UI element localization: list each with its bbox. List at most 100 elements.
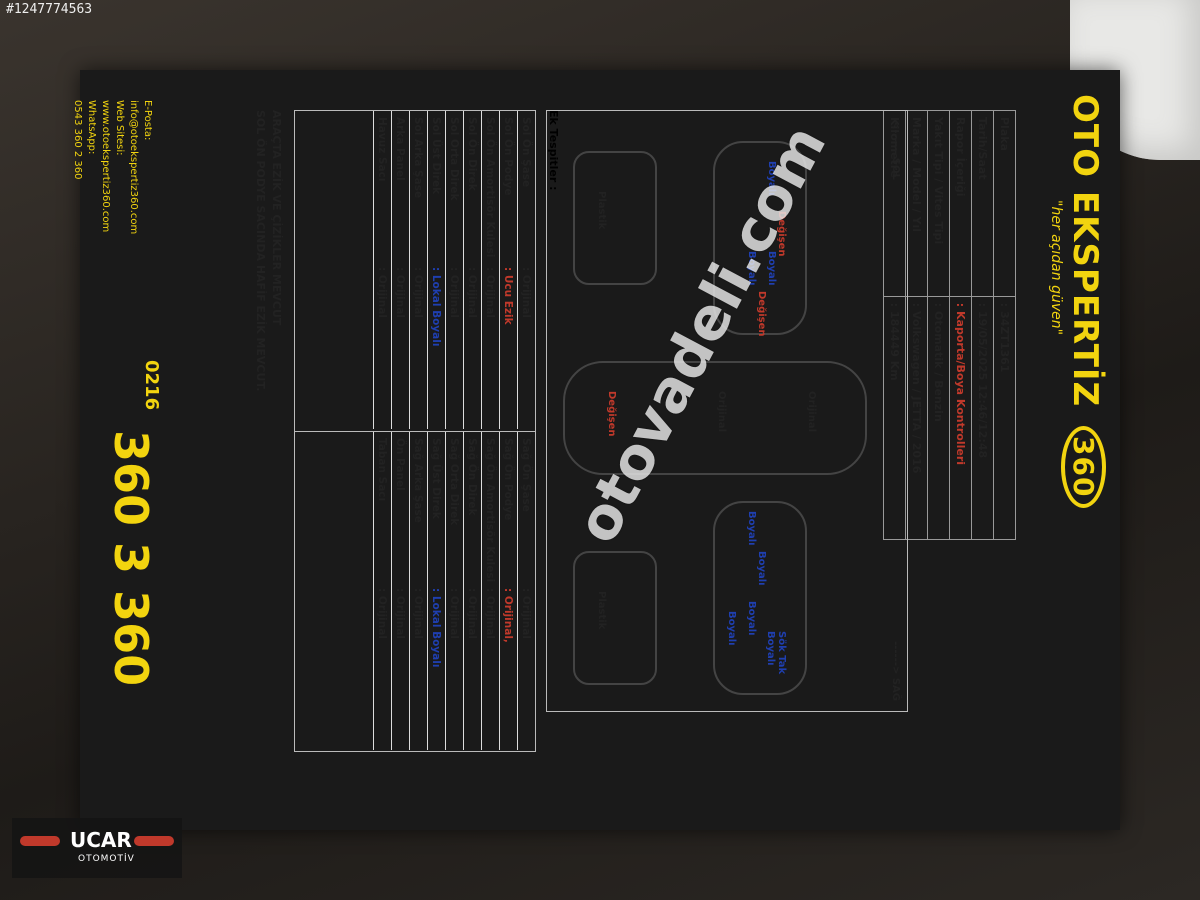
info-value: : Otomatik / Benzin bbox=[927, 296, 950, 540]
check-part-name: Arka Panel bbox=[394, 117, 407, 181]
left-side-list: Sol Ön Şase : Orijinal Sol Ön Podye : Ucu E… bbox=[295, 111, 535, 429]
check-part-name: Havuz Sacı bbox=[376, 117, 389, 182]
check-part-name: Sol Orta Direk bbox=[448, 117, 461, 201]
phone-prefix: 0216 bbox=[141, 360, 162, 411]
check-part-status: : Lokal Boyalı bbox=[430, 588, 443, 668]
car-diagram: <------ SOL ------> SAĞ Plastik Plastik … bbox=[546, 110, 908, 712]
info-row: Tarih/Saat: 19/05/2025 12:46/12:48 bbox=[971, 110, 994, 540]
check-part-status: : Orijinal bbox=[520, 588, 533, 639]
findings-notes: ARAÇTA EZİK VE ÇİZİKLER MEVCUT SOL ÖN PO… bbox=[252, 110, 284, 391]
check-part-name: Sağ Üst Direk bbox=[430, 438, 443, 519]
check-part-status: : Orijinal, bbox=[502, 588, 515, 643]
info-row: Rapor İçeriği: Kaporta/Boya Kontrolleri bbox=[949, 110, 972, 540]
right-side-list: Sağ Ön Şase : Orijinal Sağ Ön Podye : Oriji… bbox=[295, 431, 535, 750]
email-link[interactable]: info@otoekspertiz360.com bbox=[128, 100, 139, 235]
check-part-name: Sağ Arka Şase bbox=[412, 438, 425, 523]
check-part-status: : Orijinal bbox=[412, 588, 425, 639]
right-rear-door-label: Boyalı bbox=[746, 601, 757, 636]
right-rear-fender-label: Sök Tak Boyalı bbox=[765, 631, 787, 675]
dealer-name: UCAR bbox=[70, 828, 132, 852]
check-part-status: : Orijinal bbox=[448, 267, 461, 318]
whatsapp-number: 0543 360 2 360 bbox=[72, 100, 83, 180]
check-row: Taban Sacı : Orijinal bbox=[373, 432, 391, 750]
check-row: Sol Ön Direk: Orijinal bbox=[463, 111, 481, 429]
check-part-status: : Orijinal bbox=[448, 588, 461, 639]
check-part-status: : Orijinal bbox=[394, 267, 407, 318]
contact-info: E-Posta: info@otoekspertiz360.com Web Si… bbox=[70, 100, 154, 234]
footer-band: E-Posta: info@otoekspertiz360.com Web Si… bbox=[72, 70, 176, 830]
info-value: : 19/05/2025 12:46/12:48 bbox=[971, 296, 994, 540]
check-part-name: Sağ Ön Podye bbox=[502, 438, 515, 521]
chassis-check-lists: Sol Ön Şase : Orijinal Sol Ön Podye : Ucu E… bbox=[294, 110, 536, 752]
check-part-name: Sağ Orta Direk bbox=[448, 438, 461, 526]
check-row: Sağ Orta Direk : Orijinal bbox=[445, 432, 463, 750]
check-row: Sağ Üst Direk : Lokal Boyalı bbox=[427, 432, 445, 750]
note-line: SOL ÖN PODYE SACINDA HAFİF EZİK MEVCUT. bbox=[254, 110, 267, 392]
brand-name: OTO EKSPERTİZ bbox=[1065, 94, 1105, 408]
info-label: Rapor İçeriği bbox=[949, 110, 972, 297]
info-label: Plaka bbox=[993, 110, 1016, 297]
check-part-status: : Ucu Ezik bbox=[502, 267, 515, 325]
check-row: Ön Panel : Orijinal bbox=[391, 432, 409, 750]
dealer-subtitle: OTOMOTİV bbox=[78, 854, 135, 864]
check-part-name: Sağ Ön Direk bbox=[466, 438, 479, 516]
rear-plastic-label: Plastik bbox=[596, 591, 607, 630]
check-part-name: Sağ Ön Şase bbox=[520, 438, 533, 512]
check-part-name: Sol Ön Amortisör Kulesi bbox=[484, 117, 497, 258]
check-part-name: Sol Ön Podye bbox=[502, 117, 515, 196]
info-value: : Kaporta/Boya Kontrolleri bbox=[949, 296, 972, 540]
brand-logo: OTO EKSPERTİZ 360 bbox=[1061, 94, 1106, 508]
check-row: Sol Orta Direk : Orijinal bbox=[445, 111, 463, 429]
check-part-name: Sol Ön Direk bbox=[466, 117, 479, 191]
info-value: : Volkswagen / JETTA / 2016 bbox=[905, 296, 928, 540]
front-plastic-label: Plastik bbox=[596, 191, 607, 230]
check-row: Sol Ön Şase : Orijinal bbox=[517, 111, 535, 429]
car-right-outline bbox=[713, 501, 807, 695]
left-wing-icon bbox=[20, 836, 60, 846]
check-row: Havuz Sacı : Orijinal bbox=[373, 111, 391, 429]
car-front-outline bbox=[573, 151, 657, 285]
check-part-name: Sol Üst Direk bbox=[430, 117, 443, 195]
check-part-name: Sol Ön Şase bbox=[520, 117, 533, 188]
note-line: ARAÇTA EZİK VE ÇİZİKLER MEVCUT bbox=[270, 110, 283, 326]
dealer-logo: UCAR OTOMOTİV bbox=[12, 818, 182, 878]
phone-number: 360 3 360 bbox=[104, 430, 158, 687]
check-part-status: : Lokal Boyalı bbox=[430, 267, 443, 347]
check-row: Sağ Arka Şase : Orijinal bbox=[409, 432, 427, 750]
web-link[interactable]: www.otoekspertiz360.com bbox=[100, 100, 111, 233]
web-label: Web Sitesi: bbox=[114, 100, 125, 156]
email-label: E-Posta: bbox=[142, 100, 153, 141]
check-row: Arka Panel : Orijinal bbox=[391, 111, 409, 429]
hood-label: Orijinal bbox=[806, 391, 817, 433]
check-part-name: Sağ Ön Amortisör Kulesi bbox=[484, 438, 497, 583]
left-direction-label: <------ SOL bbox=[890, 121, 901, 180]
info-row: Plaka: 34ZT1361 bbox=[993, 110, 1016, 540]
right-direction-label: ------> SAĞ bbox=[890, 641, 901, 701]
check-part-status: : Orijinal bbox=[394, 588, 407, 639]
check-part-name: Ön Panel bbox=[394, 438, 407, 491]
whatsapp-label: WhatsApp: bbox=[86, 100, 97, 155]
check-part-name: Taban Sacı bbox=[376, 438, 389, 502]
info-label: Yakıt Tipi / Vites Tipi bbox=[927, 110, 950, 297]
info-label: Marka / Model / Yıl bbox=[905, 110, 928, 297]
check-row: Sağ Ön Podye : Orijinal, bbox=[499, 432, 517, 750]
header-band: OTO EKSPERTİZ 360 "her açıdan güven" bbox=[1034, 70, 1120, 830]
right-front-fender-label: Boyalı bbox=[746, 511, 757, 546]
check-part-status: : Orijinal bbox=[376, 267, 389, 318]
check-row: Sağ Ön Amortisör Kulesi: Orijinal bbox=[481, 432, 499, 750]
additional-findings-heading: Ek Tespitler : bbox=[547, 110, 560, 191]
info-value: : 34ZT1361 bbox=[993, 296, 1016, 540]
right-rear-door2-label: Boyalı bbox=[726, 611, 737, 646]
check-row: Sol Üst Direk : Lokal Boyalı bbox=[427, 111, 445, 429]
check-part-status: : Orijinal bbox=[376, 588, 389, 639]
info-row: Yakıt Tipi / Vites Tipi: Otomatik / Benz… bbox=[927, 110, 950, 540]
check-row: Sol Ön Podye : Ucu Ezik bbox=[499, 111, 517, 429]
right-wing-icon bbox=[134, 836, 174, 846]
check-part-status: : Orijinal bbox=[484, 267, 497, 318]
info-row: Marka / Model / Yıl: Volkswagen / JETTA … bbox=[905, 110, 928, 540]
right-front-door-label: Boyalı bbox=[756, 551, 767, 586]
brand-badge: 360 bbox=[1061, 426, 1106, 508]
check-row: Sağ Ön Şase : Orijinal bbox=[517, 432, 535, 750]
check-part-status: : Orijinal bbox=[520, 267, 533, 318]
info-label: Tarih/Saat bbox=[971, 110, 994, 297]
